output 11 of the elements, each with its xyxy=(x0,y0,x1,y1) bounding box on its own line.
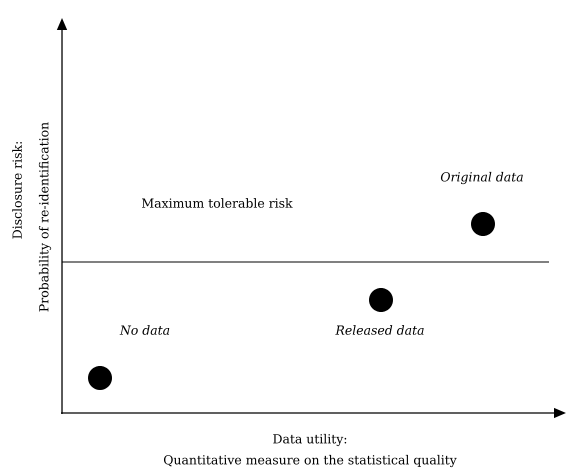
point-label: No data xyxy=(120,325,170,335)
dot xyxy=(471,212,495,236)
point-label: Original data xyxy=(440,172,523,184)
axis-label: Probability of re-identification xyxy=(38,122,52,312)
dot xyxy=(88,366,112,390)
point-label: Released data xyxy=(335,325,424,335)
threshold-label: Maximum tolerable risk xyxy=(142,198,293,208)
axis-label: Quantitative measure on the statistical quality xyxy=(164,454,457,468)
axis-label: Data utility: xyxy=(273,434,346,446)
axis-label: Disclosure risk: xyxy=(12,142,22,239)
dot xyxy=(369,288,393,312)
